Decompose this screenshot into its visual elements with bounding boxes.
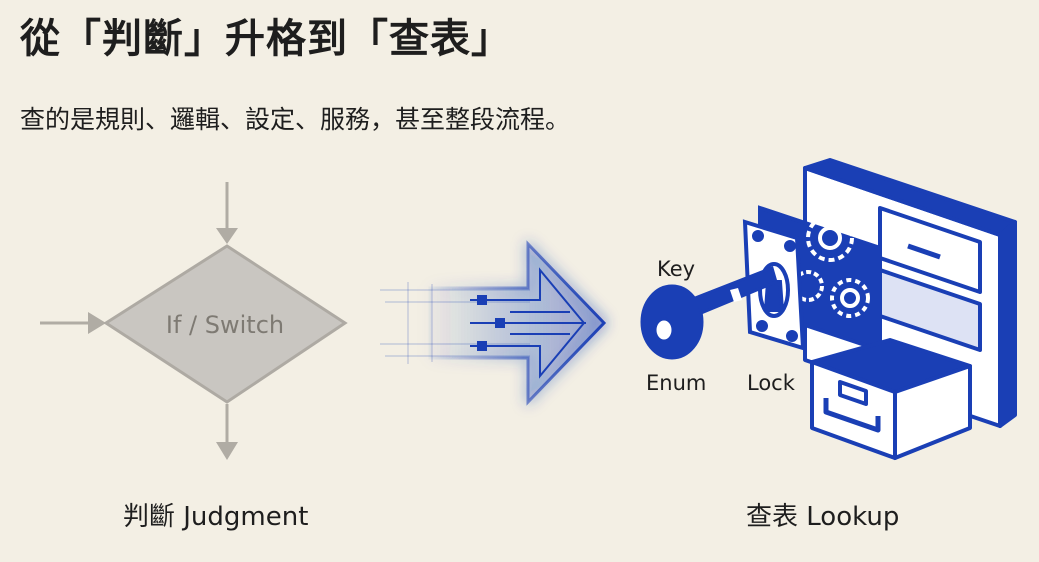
transform-arrow (380, 240, 607, 406)
lock-plate (742, 219, 806, 351)
judgment-flowchart: If / Switch (40, 182, 348, 460)
judgment-caption: 判斷 Judgment (123, 502, 309, 532)
page-title: 從「判斷」升格到「查表」 (20, 16, 512, 62)
incoming-arrow-top (216, 182, 238, 244)
lookup-illustration: Key Enum Lock (640, 158, 1017, 460)
outgoing-arrow-bottom (216, 404, 238, 460)
lock-label: Lock (747, 371, 796, 395)
lookup-caption: 查表 Lookup (746, 502, 900, 532)
page-subtitle: 查的是規則、邏輯、設定、服務，甚至整段流程。 (20, 105, 571, 134)
open-drawer (810, 338, 972, 460)
key-icon (640, 266, 778, 360)
decision-label: If / Switch (166, 311, 284, 339)
enum-label: Enum (646, 371, 706, 395)
decision-diamond (103, 244, 348, 404)
key-label: Key (657, 257, 695, 281)
incoming-arrow-left (40, 312, 106, 334)
